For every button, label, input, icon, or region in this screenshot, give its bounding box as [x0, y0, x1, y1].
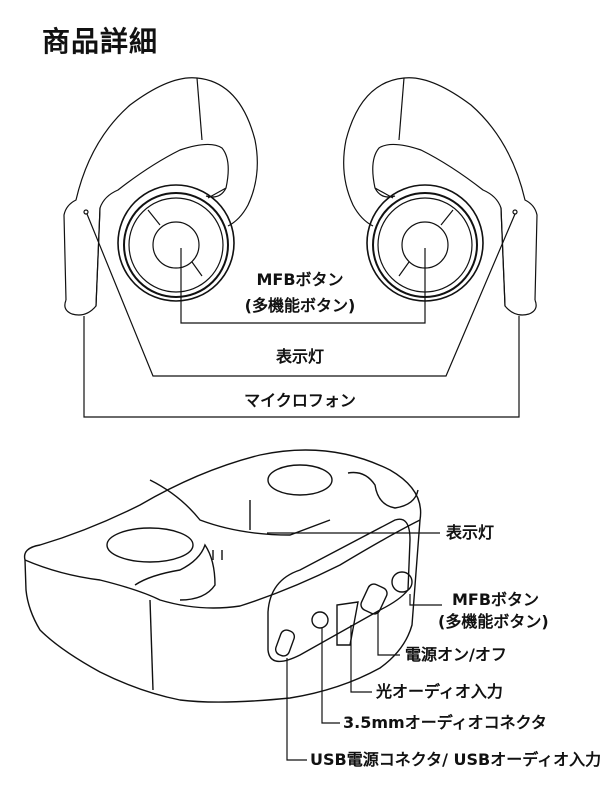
case-power-leader: [377, 612, 400, 656]
case-power-label: 電源オン/オフ: [405, 645, 507, 664]
earbud-mfb-sub-label: (多機能ボタン): [244, 296, 356, 315]
case-indicator-label: 表示灯: [446, 523, 495, 542]
right-earbud-illustration: [343, 77, 538, 316]
mfb-leader-line: [180, 248, 426, 324]
case-usb-leader: [286, 658, 307, 761]
charging-case-illustration: [23, 449, 422, 703]
case-aux-leader: [321, 628, 340, 724]
case-optical-leader: [350, 625, 372, 693]
earbud-mic-label: マイクロフォン: [244, 391, 356, 410]
page-title: 商品詳細: [42, 25, 159, 58]
left-earbud-illustration: [63, 77, 258, 316]
indicator-leader-line: [86, 213, 516, 377]
case-aux-label: 3.5mmオーディオコネクタ: [343, 713, 547, 732]
case-mfb-sub-label: (多機能ボタン): [438, 612, 549, 631]
case-mfb-label: MFBボタン: [452, 590, 540, 609]
case-usb-label: USB電源コネクタ/ USBオーディオ入力: [310, 750, 600, 769]
case-mfb-leader: [409, 594, 442, 606]
earbud-mfb-label: MFBボタン: [256, 270, 344, 289]
case-optical-label: 光オーディオ入力: [376, 682, 503, 701]
mic-leader-line: [83, 316, 520, 418]
earbud-indicator-label: 表示灯: [275, 347, 325, 366]
